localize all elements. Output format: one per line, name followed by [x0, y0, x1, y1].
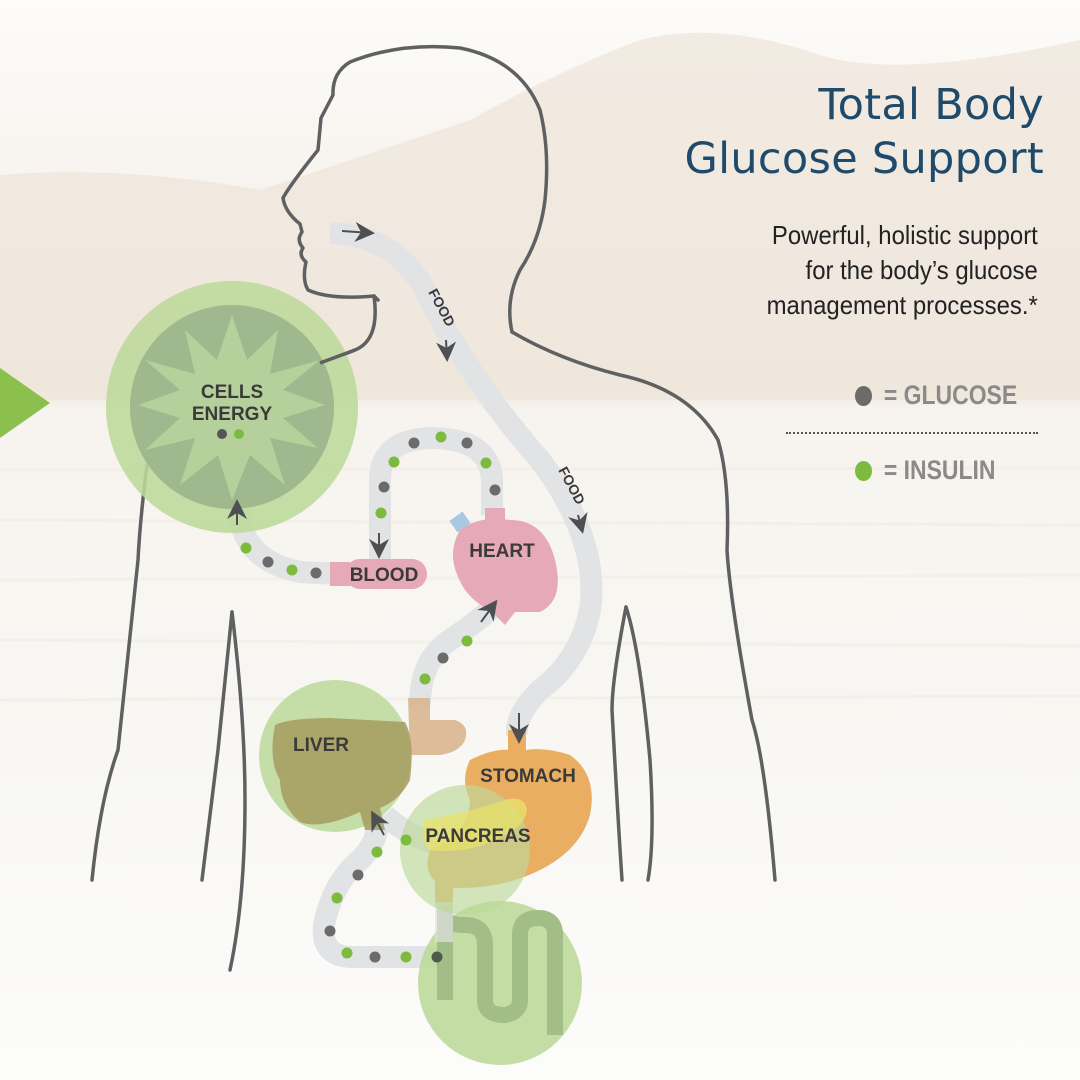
- insulin-dot: [240, 542, 252, 554]
- glucose-dot: [369, 951, 381, 963]
- glucose-dot-icon: [855, 385, 872, 406]
- arrow-right-icon: [341, 221, 375, 242]
- legend-item-insulin: = INSULIN: [855, 455, 995, 486]
- title-line-2: Glucose Support: [684, 134, 1044, 184]
- legend-label-glucose: = GLUCOSE: [883, 380, 1018, 410]
- insulin-dot: [371, 846, 383, 858]
- liver-label: LIVER: [293, 735, 349, 756]
- insulin-dot: [480, 457, 492, 469]
- insulin-dot: [400, 834, 412, 846]
- molecule-dots: [240, 431, 501, 963]
- subtitle-line-1: Powerful, holistic support: [772, 220, 1038, 250]
- subtitle-line-3: management processes.*: [766, 290, 1038, 320]
- glucose-dot: [262, 556, 274, 568]
- glucose-dot: [431, 951, 443, 963]
- glucose-dot: [461, 437, 473, 449]
- insulin-dot: [286, 564, 298, 576]
- heart-organ: HEART: [449, 508, 558, 625]
- title-line-1: Total Body: [818, 80, 1044, 130]
- insulin-dot-icon: [234, 429, 244, 439]
- arrow-down-icon: [568, 511, 588, 534]
- legend-divider: [786, 432, 1038, 434]
- flow-arrows: [227, 221, 588, 836]
- insulin-dot: [375, 507, 387, 519]
- arrow-up-left-icon: [371, 810, 390, 836]
- heart-label: HEART: [469, 541, 535, 562]
- cells-label: CELLS: [201, 382, 263, 403]
- insulin-dot: [419, 673, 431, 685]
- legend-label-insulin: = INSULIN: [883, 455, 996, 485]
- glucose-dot: [324, 925, 336, 937]
- energy-label: ENERGY: [192, 404, 273, 425]
- subtitle-line-2: for the body’s glucose: [805, 255, 1038, 285]
- arrow-up-right-icon: [477, 599, 498, 623]
- glucose-dot-icon: [217, 429, 227, 439]
- insulin-dot-icon: [855, 460, 872, 481]
- blood-label: BLOOD: [350, 565, 419, 586]
- page-title: Total Body Glucose Support: [685, 78, 1044, 186]
- green-triangle-accent: [0, 368, 50, 438]
- insulin-dot: [461, 635, 473, 647]
- glucose-dot: [489, 484, 501, 496]
- pancreas-label: PANCREAS: [425, 826, 530, 847]
- glucose-dot: [352, 869, 364, 881]
- legend-item-glucose: = GLUCOSE: [855, 380, 1017, 411]
- glucose-dot: [378, 481, 390, 493]
- subtitle: Powerful, holistic support for the body’…: [767, 218, 1038, 323]
- intestine-liver-pathway: [312, 814, 440, 968]
- liver-organ: LIVER: [259, 680, 467, 832]
- insulin-dot: [331, 892, 343, 904]
- blood-organ: BLOOD: [330, 559, 427, 589]
- insulin-dot: [388, 456, 400, 468]
- insulin-dot: [400, 951, 412, 963]
- arrow-down-icon: [436, 339, 457, 362]
- glucose-dot: [310, 567, 322, 579]
- cells-energy-organ: CELLS ENERGY: [106, 281, 358, 533]
- stomach-label: STOMACH: [480, 766, 576, 787]
- body-outline: [90, 44, 777, 972]
- insulin-dot: [341, 947, 353, 959]
- liver-heart-pathway: [409, 597, 503, 706]
- glucose-dot: [408, 437, 420, 449]
- pancreas-organ: PANCREAS: [400, 785, 531, 915]
- glucose-dot: [437, 652, 449, 664]
- energy-burst-icon: [138, 315, 325, 500]
- food-pathway: [329, 222, 603, 737]
- insulin-dot: [435, 431, 447, 443]
